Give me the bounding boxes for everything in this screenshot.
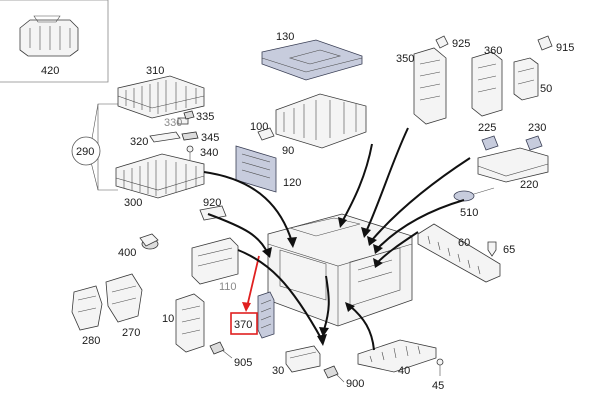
label-50: 50 (540, 83, 552, 95)
label-400: 400 (118, 247, 136, 259)
label-340: 340 (200, 147, 218, 159)
label-905: 905 (234, 357, 252, 369)
part-360-image (471, 51, 503, 117)
part-920-image (199, 205, 227, 221)
part-30-image (285, 345, 321, 373)
part-10-image (175, 293, 205, 353)
label-110: 110 (219, 281, 237, 293)
part-420-image (19, 15, 79, 57)
label-330: 330 (164, 117, 182, 129)
part-110-image (191, 237, 239, 285)
bracket-290: 290 (71, 103, 118, 191)
part-925-image (435, 35, 449, 49)
part-300-image (115, 153, 205, 199)
label-510: 510 (460, 207, 478, 219)
label-225: 225 (478, 122, 496, 134)
label-420: 420 (41, 65, 59, 77)
label-920: 920 (203, 197, 221, 209)
part-90-image (275, 93, 367, 149)
part-230-image (525, 135, 543, 151)
label-10: 10 (162, 313, 174, 325)
label-220: 220 (520, 179, 538, 191)
label-65: 65 (503, 244, 515, 256)
part-50-image (513, 57, 539, 101)
label-90: 90 (282, 145, 294, 157)
part-900-image (323, 365, 345, 383)
label-360: 360 (484, 45, 502, 57)
part-130-image (261, 39, 363, 81)
part-400-image (139, 233, 159, 250)
main-housing-image (267, 213, 413, 327)
label-45: 45 (432, 380, 444, 392)
label-915: 915 (556, 42, 574, 54)
part-335-image (183, 110, 195, 120)
label-345: 345 (201, 132, 219, 144)
part-220-image (477, 147, 549, 183)
label-130: 130 (276, 31, 294, 43)
part-225-image (481, 135, 499, 151)
part-330-image (177, 117, 189, 125)
label-280: 280 (82, 335, 100, 347)
label-120: 120 (283, 177, 301, 189)
label-30: 30 (272, 365, 284, 377)
label-100: 100 (250, 121, 268, 133)
part-270-image (105, 273, 143, 323)
assembly-arrows (203, 127, 471, 351)
label-310: 310 (146, 65, 164, 77)
part-905-image (209, 341, 233, 359)
label-335: 335 (196, 111, 214, 123)
label-40: 40 (398, 365, 410, 377)
part-310-image (117, 75, 205, 119)
part-340-image (186, 145, 194, 160)
label-350: 350 (396, 53, 414, 65)
part-60-image (417, 223, 501, 283)
inset-box-420: 420 (0, 0, 109, 83)
part-280-image (71, 285, 103, 331)
part-510-image (453, 187, 495, 202)
part-370-image (257, 291, 275, 339)
label-320: 320 (130, 136, 148, 148)
part-100-image (257, 127, 275, 141)
label-925: 925 (452, 38, 470, 50)
part-320-image (149, 131, 181, 143)
part-45-image (436, 358, 444, 376)
label-290: 290 (76, 146, 94, 158)
label-900: 900 (346, 378, 364, 390)
part-120-image (235, 145, 277, 193)
label-270: 270 (122, 327, 140, 339)
part-350-image (413, 47, 447, 125)
part-40-image (357, 339, 437, 373)
part-915-image (537, 35, 553, 51)
label-300: 300 (124, 197, 142, 209)
label-230: 230 (528, 122, 546, 134)
part-345-image (181, 131, 199, 141)
label-60: 60 (458, 237, 470, 249)
part-65-image (487, 241, 497, 257)
highlight-370 (230, 255, 260, 335)
label-370: 370 (234, 319, 252, 331)
